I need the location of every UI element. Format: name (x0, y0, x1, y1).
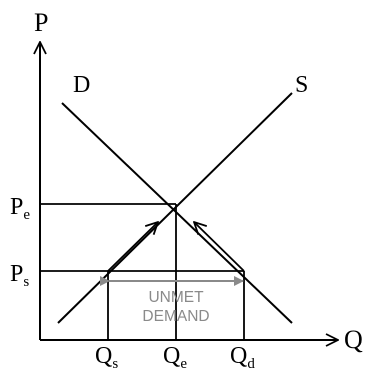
shortage-label-line1: UNMET (148, 289, 204, 306)
equilibrium-price-label: Pe (10, 194, 30, 223)
set-price-label: Ps (10, 261, 29, 290)
price-axis-label: P (34, 8, 48, 37)
demand-curve-label: D (73, 72, 90, 98)
quantity-demanded-label: Qd (230, 343, 255, 372)
equilibrium-quantity-label: Qe (163, 343, 187, 372)
supply-movement-arrow (107, 222, 158, 272)
supply-curve (57, 92, 293, 324)
demand-curve (61, 102, 293, 324)
shortage-label-line2: DEMAND (142, 308, 209, 325)
demand-movement-arrow (194, 222, 245, 272)
quantity-axis-label: Q (344, 325, 363, 354)
quantity-supplied-label: Qs (95, 343, 118, 372)
supply-curve-label: S (295, 72, 308, 98)
